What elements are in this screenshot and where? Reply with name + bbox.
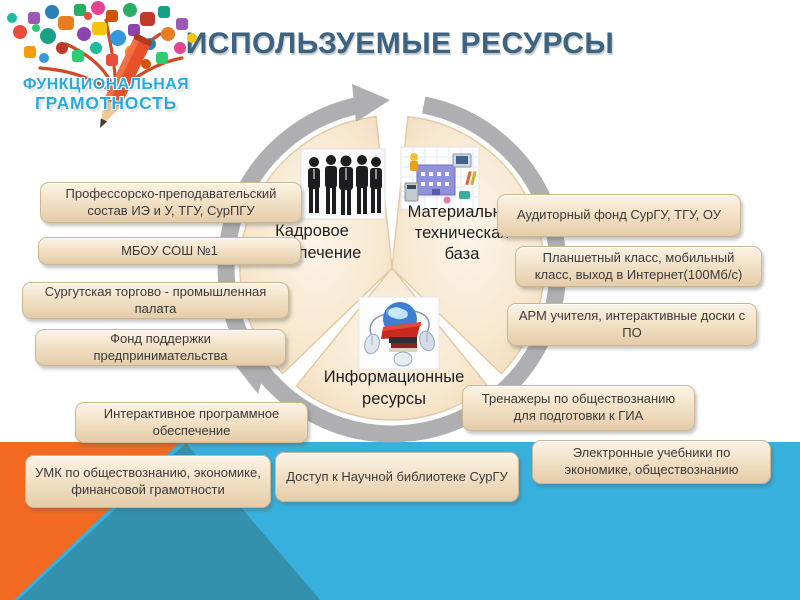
logo-icon-crown	[7, 1, 197, 69]
material-base-image	[400, 146, 480, 210]
personnel-image	[300, 148, 386, 220]
box-auditorium-fund: Аудиторный фонд СурГУ, ТГУ, ОУ	[497, 194, 741, 237]
box-entrepreneurship-fund: Фонд поддержки предпринимательства	[35, 329, 286, 366]
box-text: Тренажеры по обществознанию для подготов…	[481, 391, 676, 423]
box-chamber-of-commerce: Сургутская торгово - промышленная палата	[22, 282, 289, 319]
logo-text: ФУНКЦИОНАЛЬНАЯ ГРАМОТНОСТЬ	[0, 76, 212, 114]
box-text: Доступ к Научной библиотеке СурГУ	[286, 468, 508, 484]
logo-text-line2: ГРАМОТНОСТЬ	[34, 92, 178, 113]
page-title: ИСПОЛЬЗУЕМЫЕ РЕСУРСЫ	[185, 27, 615, 60]
box-professor-staff: Профессорско-преподавательский состав ИЭ…	[40, 182, 302, 223]
pencil-icon	[100, 33, 153, 128]
segment-label-line: ресурсы	[362, 390, 426, 408]
box-interactive-software: Интерактивное программное обеспечение	[75, 402, 308, 443]
box-gia-trainers: Тренажеры по обществознанию для подготов…	[462, 385, 695, 431]
box-text: АРМ учителя, интерактивные доски с ПО	[518, 307, 746, 340]
box-text: Аудиторный фонд СурГУ, ТГУ, ОУ	[517, 207, 721, 223]
box-text: Планшетный класс, мобильный класс, выход…	[534, 249, 743, 282]
box-tablet-class: Планшетный класс, мобильный класс, выход…	[515, 246, 762, 287]
box-text: МБОУ СОШ №1	[121, 242, 218, 258]
box-text: Интерактивное программное обеспечение	[103, 405, 280, 438]
box-text: Профессорско-преподавательский состав ИЭ…	[65, 185, 277, 218]
segment-label-information: Информационные ресурсы	[305, 366, 483, 410]
box-umk-teaching-kits: УМК по обществознанию, экономике, финанс…	[25, 455, 271, 508]
box-library-access: Доступ к Научной библиотеке СурГУ	[275, 452, 519, 502]
logo-tree-icon	[7, 1, 197, 128]
information-resources-image	[358, 296, 440, 370]
segment-label-line: Информационные	[323, 368, 465, 386]
box-teacher-workstation: АРМ учителя, интерактивные доски с ПО	[507, 303, 757, 346]
box-text: Сургутская торгово - промышленная палата	[44, 283, 267, 316]
box-text: Фонд поддержки предпринимательства	[93, 330, 228, 363]
logo-text-line1: ФУНКЦИОНАЛЬНАЯ	[22, 76, 190, 93]
box-text: Электронные учебники по экономике, общес…	[564, 445, 739, 477]
box-text: УМК по обществознанию, экономике, финанс…	[35, 464, 261, 497]
functional-literacy-logo: ФУНКЦИОНАЛЬНАЯ ГРАМОТНОСТЬ	[0, 0, 212, 135]
box-school: МБОУ СОШ №1	[38, 237, 301, 265]
cycle-arrowhead-top-icon	[352, 84, 390, 122]
box-electronic-textbooks: Электронные учебники по экономике, общес…	[532, 440, 771, 484]
